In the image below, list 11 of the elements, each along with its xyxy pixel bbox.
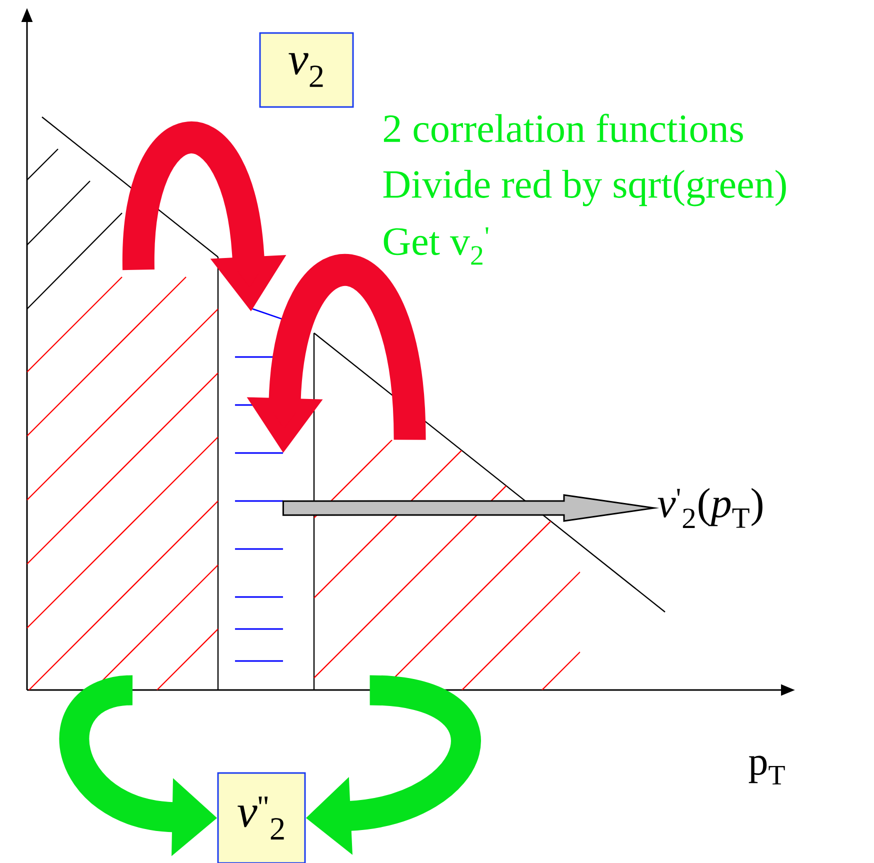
hatched-region [234, 307, 284, 662]
formula-box: v$_{2}$ [259, 32, 354, 108]
note-text: Get v$_{2}$' [384, 227, 488, 265]
formula-label: v$^{'}$$_{2}$(p$_{T}$) [658, 488, 762, 528]
note-text: Divide red by sqrt(green) [383, 170, 786, 206]
note-text: 2 correlation functions [384, 114, 743, 142]
hatched-region [26, 276, 218, 690]
axis-label: p$_{T}$ [748, 756, 785, 784]
arrow [282, 494, 660, 522]
formula-box: v$^{''}$2 [217, 772, 306, 863]
hatched-region [314, 440, 580, 690]
